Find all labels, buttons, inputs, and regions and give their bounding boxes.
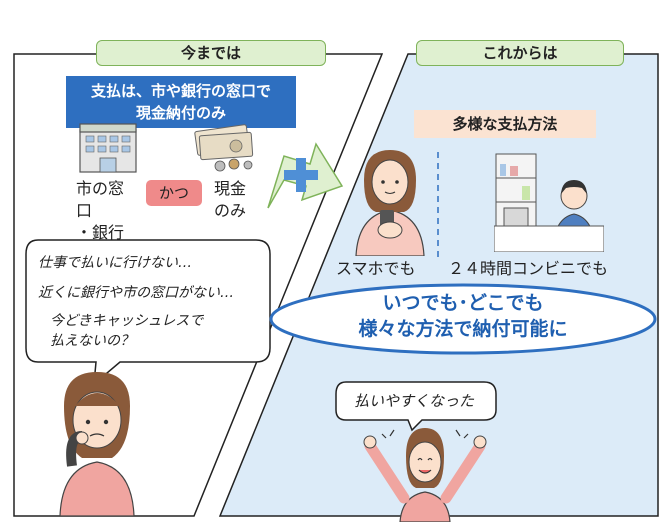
highlight-line1: いつでも･どこでも (382, 292, 544, 314)
complaint-4: 払えないの？ (50, 333, 134, 349)
highlight-ellipse (269, 283, 657, 355)
smartphone-label: スマホでも (336, 259, 416, 278)
counter-label: 市の窓口 ・銀行 (76, 178, 136, 244)
before-headline: 支払は、市や銀行の窓口で 現金納付のみ (66, 76, 296, 128)
after-tab: これからは (416, 40, 624, 66)
methods-band: 多様な支払方法 (414, 110, 596, 138)
complaint-2: 近くに銀行や市の窓口がない… (38, 285, 234, 301)
happy-woman-icon (363, 428, 487, 522)
highlight-text: いつでも･どこでも 様々な方法で納付可能に (278, 290, 648, 342)
convenience-label: ２４時間コンビニでも (448, 259, 609, 278)
methods-divider (437, 152, 439, 262)
reaction-bubble (335, 381, 497, 432)
reaction-text: 払いやすくなった (354, 392, 475, 410)
worried-woman-icon (59, 372, 135, 516)
complaint-3: 今どきキャッシュレスで (50, 313, 204, 329)
bank-building-icon (79, 123, 137, 173)
before-headline-line2: 現金納付のみ (135, 104, 226, 122)
cash-label-line1: 現金 (214, 179, 247, 198)
counter-label-line1: 市の窓口 (76, 179, 125, 220)
convenience-store-clerk-icon (494, 153, 604, 252)
cash-label-line2: のみ (214, 201, 247, 220)
before-tab: 今までは (96, 40, 326, 66)
plus-arrow-icon (267, 142, 344, 209)
counter-label-line2: ・銀行 (76, 223, 125, 242)
cash-and-coins-icon (194, 124, 254, 172)
complaint-1: 仕事で払いに行けない… (38, 255, 192, 271)
cash-label: 現金 のみ (214, 178, 254, 222)
before-headline-line1: 支払は、市や銀行の窓口で (90, 82, 271, 100)
and-badge: かつ (146, 180, 202, 206)
smartphone-user-icon (355, 150, 425, 256)
highlight-line2: 様々な方法で納付可能に (358, 318, 568, 340)
